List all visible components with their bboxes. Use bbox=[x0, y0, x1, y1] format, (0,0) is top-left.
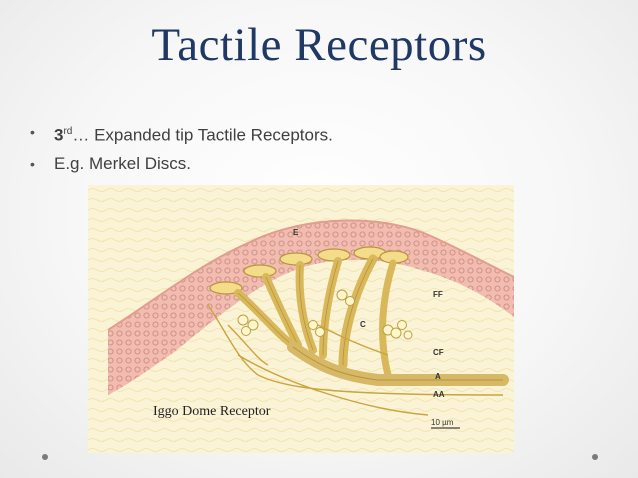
bullet-text: … Expanded tip Tactile Receptors. bbox=[72, 125, 333, 145]
merkel-disc bbox=[279, 252, 313, 266]
label-ff: FF bbox=[433, 290, 443, 299]
label-aa: AA bbox=[433, 390, 445, 399]
bullet-ordinal: 3 bbox=[54, 125, 64, 145]
thin-nerve-fibers bbox=[207, 304, 504, 416]
scale-label: 10 µm bbox=[431, 418, 454, 427]
bullet-dot-icon: • bbox=[30, 155, 35, 172]
merkel-disc bbox=[243, 264, 277, 278]
bullet-item: • E.g. Merkel Discs. bbox=[28, 150, 333, 178]
label-epidermis: E bbox=[293, 228, 299, 237]
figure-caption: Iggo Dome Receptor bbox=[153, 404, 271, 419]
receptor-diagram: E FF C CF A AA 10 µm Iggo Dome Receptor bbox=[88, 185, 515, 453]
bullet-item: • 3rd… Expanded tip Tactile Receptors. bbox=[28, 118, 333, 150]
bullet-text: E.g. Merkel Discs. bbox=[54, 153, 191, 173]
merkel-disc bbox=[317, 248, 351, 262]
merkel-disc bbox=[209, 281, 243, 295]
receptor-illustration: E FF C CF A AA 10 µm Iggo Dome Receptor bbox=[88, 185, 515, 453]
capillary-clusters bbox=[237, 289, 413, 340]
slide-nav-dot-right bbox=[592, 454, 598, 460]
skin-surface-line bbox=[107, 219, 515, 331]
slide-nav-dot-left bbox=[42, 454, 48, 460]
bullet-ordinal-suffix: rd bbox=[63, 126, 73, 137]
bullet-list: • 3rd… Expanded tip Tactile Receptors. •… bbox=[28, 118, 333, 178]
bullet-dot-icon: • bbox=[30, 124, 35, 140]
main-axon-outline bbox=[292, 346, 503, 381]
nerve-outlines bbox=[237, 258, 374, 366]
slide-title: Tactile Receptors bbox=[151, 19, 487, 71]
label-cf: CF bbox=[433, 348, 444, 357]
label-axon: A bbox=[435, 372, 441, 381]
label-c: C bbox=[360, 320, 366, 329]
